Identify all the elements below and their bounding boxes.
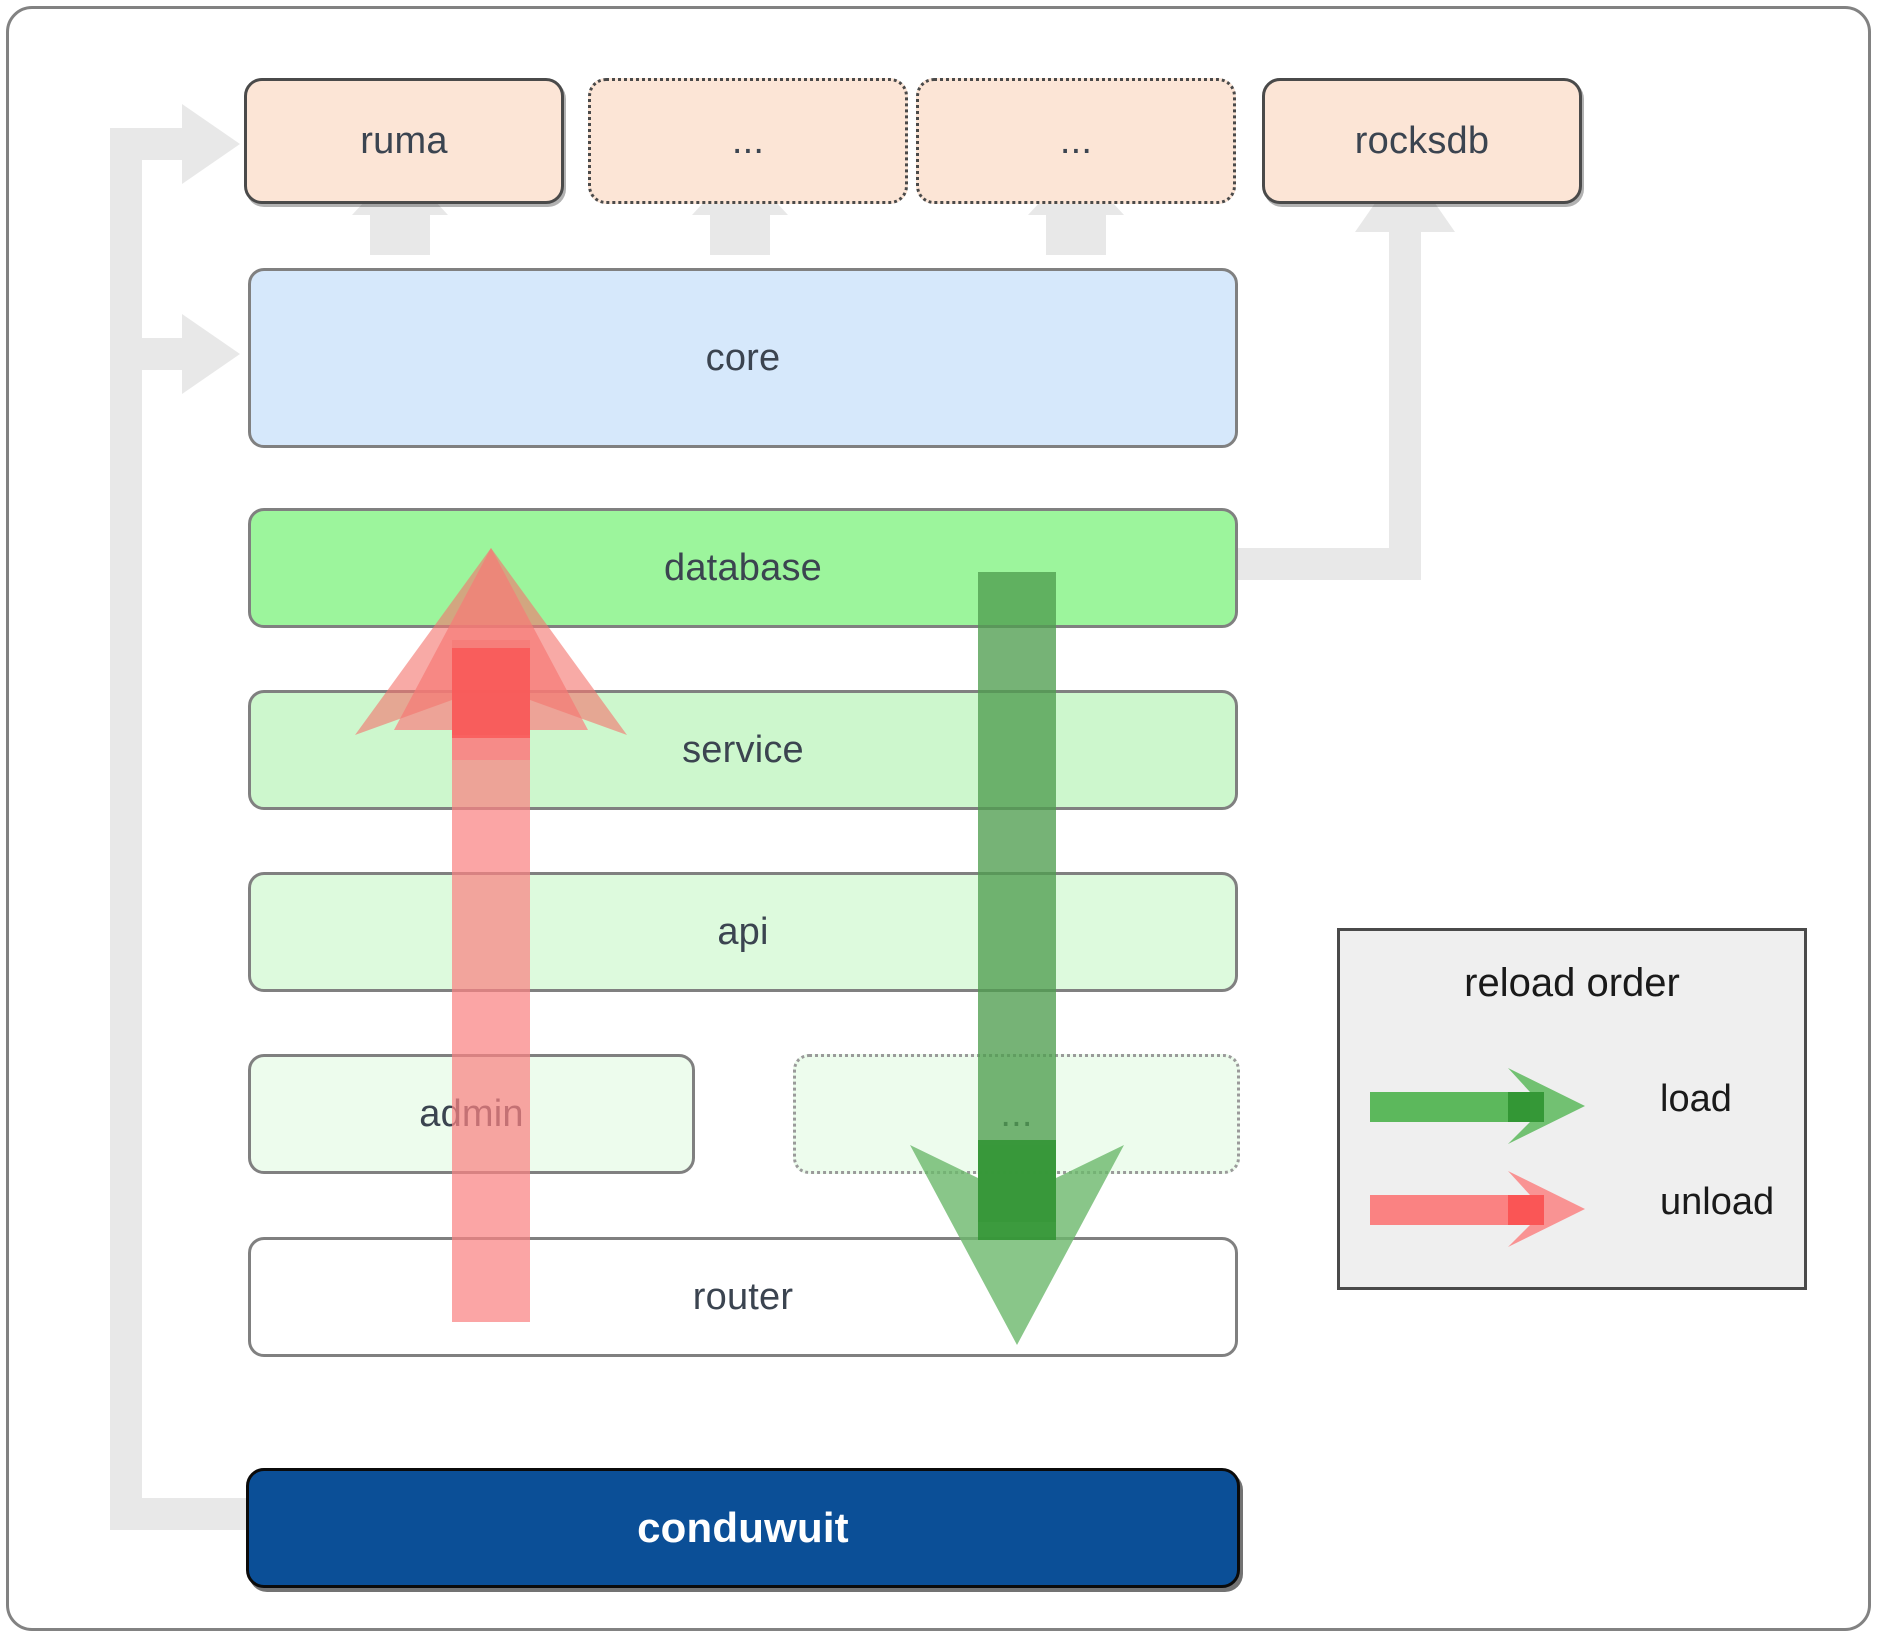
legend-label-load: load: [1660, 1078, 1732, 1120]
layer-label: service: [682, 728, 804, 771]
root-box-conduwuit[interactable]: conduwuit: [246, 1468, 1240, 1588]
root-label: conduwuit: [637, 1504, 849, 1551]
legend-row-load: load: [1340, 1066, 1804, 1146]
layer-label: core: [705, 336, 781, 379]
dependency-box-ruma[interactable]: ruma: [244, 78, 564, 204]
legend-label-unload: unload: [1660, 1181, 1775, 1223]
layer-label: router: [692, 1275, 794, 1318]
dependency-label: rocksdb: [1354, 119, 1490, 162]
dependency-label: ruma: [360, 119, 448, 162]
legend-row-unload: unload: [1340, 1169, 1804, 1249]
layer-box-admin[interactable]: admin: [248, 1054, 695, 1174]
layer-box-service[interactable]: service: [248, 690, 1238, 810]
diagram-frame: [6, 6, 1871, 1631]
load-legend-arrow-icon: [1370, 1068, 1585, 1144]
layer-label: ...: [1000, 1092, 1033, 1135]
dependency-box-placeholder-2[interactable]: ...: [916, 78, 1236, 204]
layer-label: api: [717, 910, 769, 953]
layer-box-placeholder[interactable]: ...: [793, 1054, 1240, 1174]
dependency-box-rocksdb[interactable]: rocksdb: [1262, 78, 1582, 204]
dependency-label: ...: [731, 119, 765, 162]
layer-box-router[interactable]: router: [248, 1237, 1238, 1357]
layer-box-database[interactable]: database: [248, 508, 1238, 628]
layer-box-core[interactable]: core: [248, 268, 1238, 448]
dependency-label: ...: [1059, 119, 1093, 162]
legend-title: reload order: [1464, 961, 1680, 1005]
unload-legend-arrow-icon: [1370, 1171, 1585, 1247]
layer-label: admin: [419, 1092, 524, 1135]
layer-box-api[interactable]: api: [248, 872, 1238, 992]
dependency-box-placeholder-1[interactable]: ...: [588, 78, 908, 204]
layer-label: database: [664, 546, 822, 589]
legend-panel: reload order load unload: [1337, 928, 1807, 1290]
